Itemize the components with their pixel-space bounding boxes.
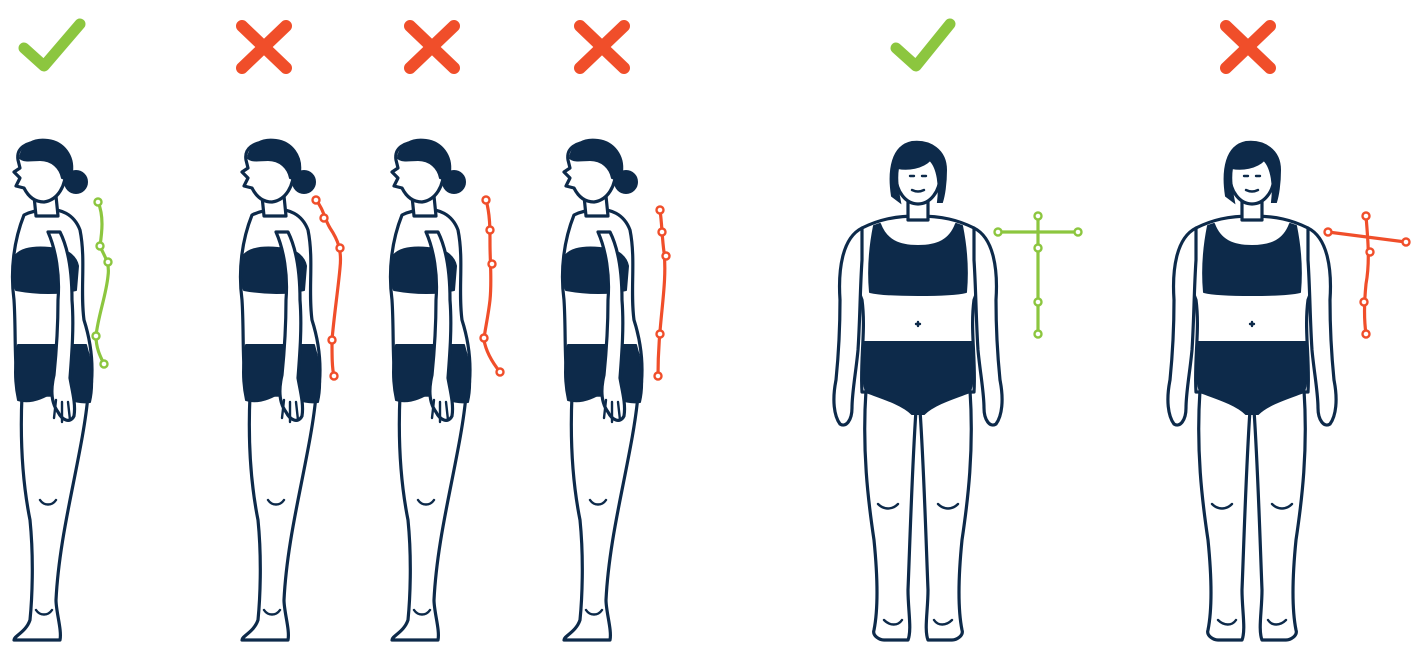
alignment-indicator xyxy=(995,213,1082,338)
check-icon xyxy=(896,24,950,66)
alignment-indicator xyxy=(1325,213,1410,338)
panel-side-incorrect-3 xyxy=(562,26,669,640)
cross-icon xyxy=(580,26,624,68)
cross-icon xyxy=(410,26,454,68)
side-view-figure xyxy=(240,140,320,640)
check-icon xyxy=(24,24,80,66)
spine-indicator xyxy=(481,197,504,376)
cross-icon xyxy=(242,26,286,68)
panel-side-incorrect-2 xyxy=(390,26,503,640)
spine-indicator xyxy=(93,199,112,368)
side-view-figure xyxy=(12,140,92,640)
side-view-figure xyxy=(390,140,470,640)
panel-side-correct xyxy=(12,24,111,640)
panel-side-incorrect-1 xyxy=(240,26,343,640)
front-view-figure xyxy=(1168,142,1336,640)
front-view-figure xyxy=(834,142,1002,640)
panel-front-incorrect xyxy=(1168,26,1410,640)
side-view-figure xyxy=(562,140,642,640)
cross-icon xyxy=(1226,26,1270,68)
panel-front-correct xyxy=(834,24,1082,640)
spine-indicator xyxy=(655,207,670,380)
